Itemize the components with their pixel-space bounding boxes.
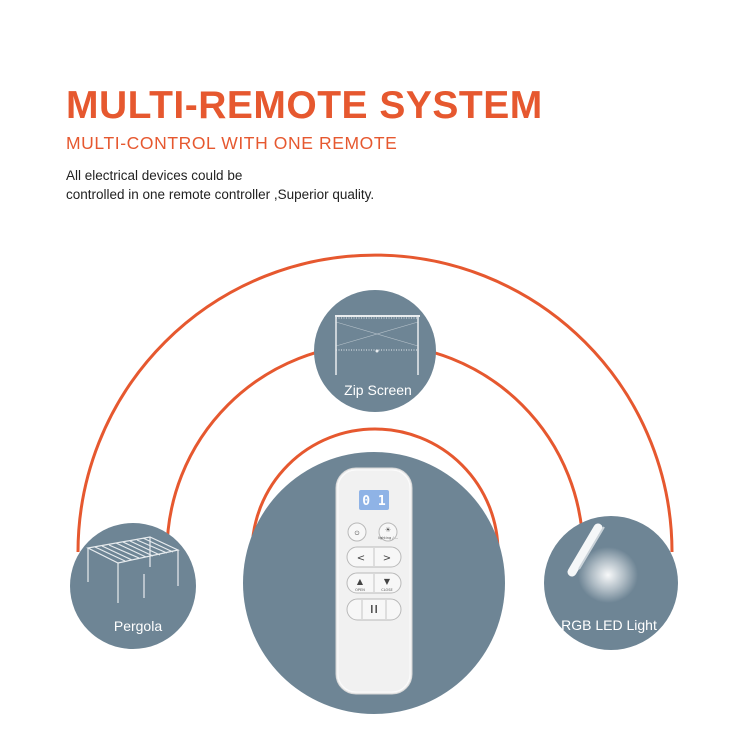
- description-line-2: controlled in one remote controller ,Sup…: [66, 187, 375, 202]
- label-zip-screen: Zip Screen: [344, 382, 412, 398]
- power-button[interactable]: [347, 522, 367, 542]
- stop-button[interactable]: [346, 598, 402, 621]
- sun-icon: ☀: [385, 526, 391, 534]
- remote-controller: 0 1 ⏻ ☀ lighting / ... < > ▲ OPEN ▼ CLOS…: [243, 452, 505, 714]
- remote-display-digits: 0 1: [362, 494, 386, 509]
- signal-arc-inner: [250, 427, 500, 553]
- right-button[interactable]: >: [383, 553, 391, 564]
- zip-screen-icon: [335, 315, 420, 375]
- close-label: CLOSE: [381, 588, 392, 592]
- lighting-button[interactable]: [378, 522, 398, 542]
- open-label: OPEN: [355, 588, 365, 592]
- device-zip-screen: Zip Screen: [314, 290, 436, 412]
- description: All electrical devices could be controll…: [66, 166, 374, 204]
- label-pergola: Pergola: [114, 618, 162, 634]
- description-line-1: All electrical devices could be: [66, 168, 243, 183]
- left-button[interactable]: <: [357, 553, 365, 564]
- remote-display: [359, 490, 389, 510]
- label-rgb-led-light: RGB LED Light: [561, 617, 657, 633]
- open-button[interactable]: ▲: [357, 577, 364, 586]
- page-title: MULTI-REMOTE SYSTEM: [66, 84, 543, 127]
- lighting-label: lighting / ...: [378, 536, 398, 540]
- close-button[interactable]: ▼: [384, 577, 391, 586]
- device-rgb-led-light: RGB LED Light: [544, 516, 678, 650]
- led-light-icon: [567, 523, 638, 603]
- page-subtitle: MULTI-CONTROL WITH ONE REMOTE: [66, 133, 398, 153]
- pergola-icon: [86, 536, 180, 603]
- power-icon: ⏻: [355, 530, 360, 537]
- device-pergola: Pergola: [70, 523, 196, 649]
- signal-arc-outer: [76, 253, 674, 553]
- pause-icon: [371, 605, 377, 613]
